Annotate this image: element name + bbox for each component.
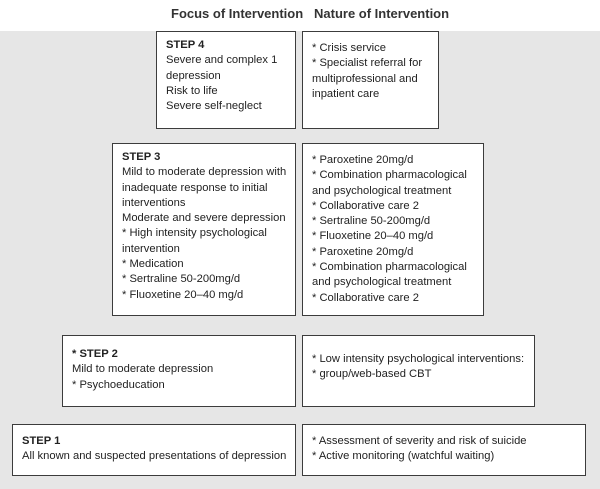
step3-focus-line: * High intensity psychological bbox=[122, 227, 267, 240]
step2-title: * STEP 2 bbox=[72, 348, 118, 360]
step3-nature-line: * Collaborative care 2 bbox=[312, 199, 419, 212]
step3-focus-line: interventions bbox=[122, 196, 186, 209]
step4-focus-line: depression bbox=[166, 69, 221, 82]
step4-title: STEP 4 bbox=[166, 39, 205, 51]
step4-focus-line: Risk to life bbox=[166, 84, 218, 97]
step1-nature-line: * Assessment of severity and risk of sui… bbox=[312, 435, 527, 447]
step2-nature-line: * group/web-based CBT bbox=[312, 368, 432, 381]
step2-nature-box: * Low intensity psychological interventi… bbox=[302, 335, 535, 407]
step1-focus-line: All known and suspected presentations of… bbox=[22, 450, 287, 463]
header-nature-of-intervention: Nature of Intervention bbox=[314, 6, 450, 21]
step1-nature-line: * Active monitoring (watchful waiting) bbox=[312, 450, 495, 463]
step3-focus-line: * Sertraline 50-200mg/d bbox=[122, 273, 241, 286]
step3-focus-line: inadequate response to initial bbox=[122, 181, 268, 194]
step3-focus-line: intervention bbox=[122, 242, 180, 255]
diagram-background bbox=[0, 31, 600, 489]
step4-nature-line: * Crisis service bbox=[312, 42, 386, 54]
step3-nature-line: * Fluoxetine 20–40 mg/d bbox=[312, 230, 434, 243]
header-focus-of-intervention: Focus of Intervention bbox=[171, 6, 304, 21]
step3-nature-line: * Combination pharmacological bbox=[312, 169, 467, 182]
step3-nature-line: and psychological treatment bbox=[312, 184, 452, 197]
step3-focus-line: * Fluoxetine 20–40 mg/d bbox=[122, 288, 244, 301]
step3-nature-line: * Paroxetine 20mg/d bbox=[312, 154, 414, 166]
step3-nature-line: * Sertraline 50-200mg/d bbox=[312, 215, 431, 228]
step2-focus-line: Mild to moderate depression bbox=[72, 363, 214, 376]
step4-nature-line: inpatient care bbox=[312, 87, 380, 100]
step4-nature-line: * Specialist referral for bbox=[312, 57, 423, 70]
step2-nature-line: * Low intensity psychological interventi… bbox=[312, 353, 525, 365]
step1-nature-box: * Assessment of severity and risk of sui… bbox=[302, 424, 586, 476]
step2-focus-line: * Psychoeducation bbox=[72, 378, 165, 391]
step4-focus-line: Severe and complex 1 bbox=[166, 54, 278, 67]
step1-focus-box: STEP 1 All known and suspected presentat… bbox=[12, 424, 296, 476]
step3-nature-line: * Combination pharmacological bbox=[312, 261, 467, 274]
step3-nature-box: * Paroxetine 20mg/d * Combination pharma… bbox=[302, 143, 484, 316]
step3-title: STEP 3 bbox=[122, 151, 161, 163]
step3-nature-line: * Collaborative care 2 bbox=[312, 291, 419, 304]
step3-nature-line: * Paroxetine 20mg/d bbox=[312, 245, 414, 258]
step3-focus-box: STEP 3 Mild to moderate depression with … bbox=[112, 143, 296, 316]
step4-nature-box: * Crisis service * Specialist referral f… bbox=[302, 31, 439, 129]
step3-focus-line: * Medication bbox=[122, 258, 184, 271]
step3-nature-line: and psychological treatment bbox=[312, 276, 452, 289]
step3-focus-line: Moderate and severe depression bbox=[122, 212, 286, 225]
step4-nature-line: multiprofessional and bbox=[312, 72, 418, 85]
step3-focus-line: Mild to moderate depression with bbox=[122, 166, 287, 179]
step4-focus-box: STEP 4 Severe and complex 1 depression R… bbox=[156, 31, 296, 129]
step1-title: STEP 1 bbox=[22, 435, 61, 447]
step2-focus-box: * STEP 2 Mild to moderate depression * P… bbox=[62, 335, 296, 407]
step4-focus-line: Severe self-neglect bbox=[166, 100, 262, 113]
